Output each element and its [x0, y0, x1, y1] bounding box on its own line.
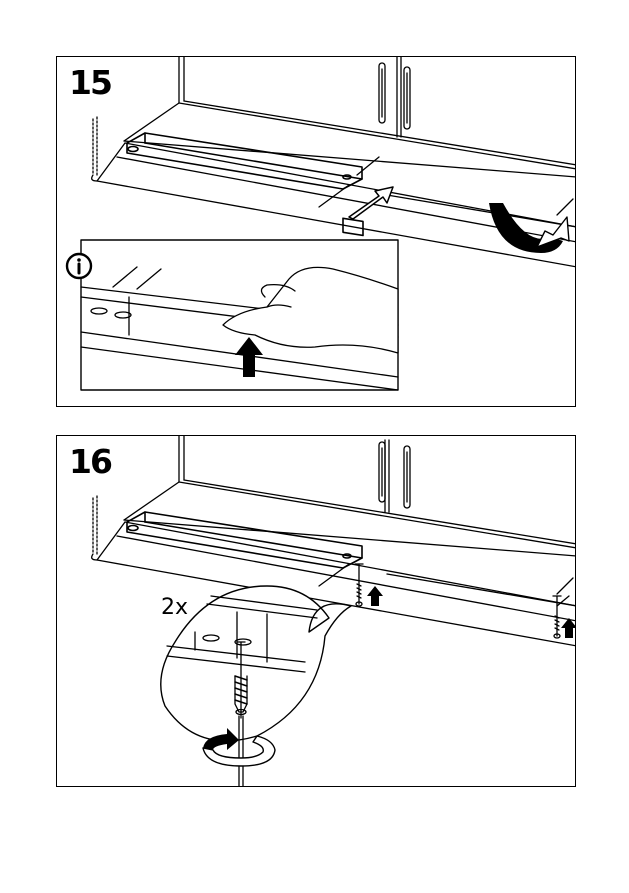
curved-rotate-arrow-icon	[489, 203, 569, 253]
callout-pointer	[349, 187, 393, 219]
plinth-rail	[97, 522, 576, 646]
info-icon	[67, 254, 91, 278]
step-16-panel: 16	[56, 435, 576, 787]
detail-inset	[81, 240, 398, 390]
led-strip	[127, 133, 363, 235]
quantity-label: 2x	[161, 595, 188, 620]
screw-icon	[355, 564, 363, 606]
door-handles	[379, 442, 410, 508]
step-15-illustration	[57, 57, 576, 407]
step-15-panel: 15	[56, 56, 576, 407]
door-handles	[379, 63, 410, 129]
cabinet-doors	[124, 436, 576, 556]
cabinet-doors	[124, 57, 576, 177]
side-panel	[92, 496, 125, 560]
up-arrow-icon	[367, 586, 383, 606]
step-16-illustration: 2x	[57, 436, 576, 787]
side-panel	[92, 117, 125, 181]
detail-magnifier	[161, 586, 351, 741]
